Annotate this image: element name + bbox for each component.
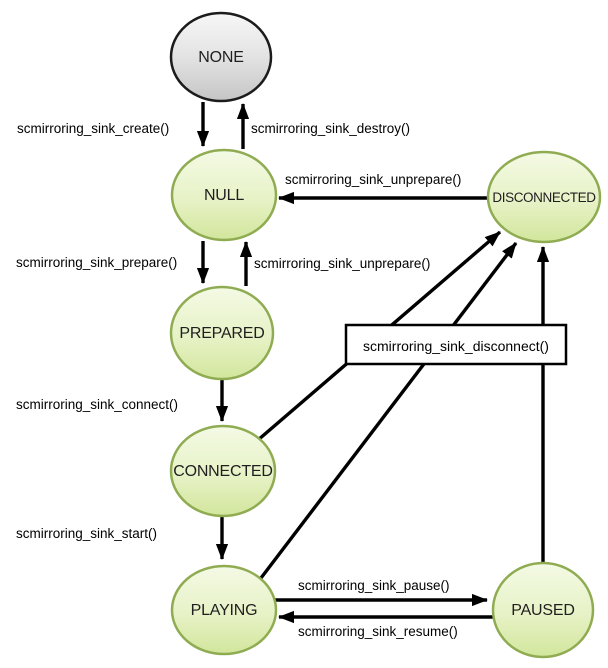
state-null-ellipse (170, 148, 278, 242)
state-none-ellipse (169, 11, 273, 103)
prepare-label: scmirroring_sink_prepare() (16, 255, 177, 270)
transition-labels: scmirroring_sink_create() scmirroring_si… (16, 121, 461, 639)
state-none: NONE (169, 11, 273, 103)
state-paused-ellipse (491, 561, 595, 659)
unprepare-from-disconnected-label: scmirroring_sink_unprepare() (285, 172, 461, 187)
state-connected: CONNECTED (169, 424, 277, 518)
state-disconnected-label: DISCONNECTED (492, 190, 596, 205)
pause-label: scmirroring_sink_pause() (298, 578, 450, 593)
state-null-label: NULL (204, 187, 244, 204)
state-connected-ellipse (169, 424, 277, 518)
unprepare-from-prepared-label: scmirroring_sink_unprepare() (254, 256, 430, 271)
transition-arrows (196, 102, 550, 624)
state-playing-label: PLAYING (191, 602, 258, 619)
resume-label: scmirroring_sink_resume() (298, 624, 458, 639)
state-playing: PLAYING (170, 564, 278, 656)
state-connected-label: CONNECTED (173, 463, 273, 480)
disconnect-box-label: scmirroring_sink_disconnect() (363, 338, 549, 354)
disconnect-box-rect (344, 323, 568, 366)
state-playing-ellipse (170, 564, 278, 656)
create-label: scmirroring_sink_create() (17, 121, 169, 136)
disconnect-label-box: scmirroring_sink_disconnect() (344, 323, 568, 366)
state-prepared-label: PREPARED (179, 325, 264, 342)
destroy-label: scmirroring_sink_destroy() (251, 121, 410, 136)
state-nodes: NONE NULL PREPARED CONNECTED PLAYING PAU… (169, 11, 602, 659)
state-null: NULL (170, 148, 278, 242)
state-disconnected-ellipse (486, 150, 602, 244)
state-disconnected: DISCONNECTED (486, 150, 602, 244)
disconnect-from-playing-arrow (259, 241, 518, 580)
state-none-label: NONE (198, 49, 243, 66)
state-prepared: PREPARED (169, 285, 275, 381)
start-label: scmirroring_sink_start() (16, 526, 157, 541)
state-paused: PAUSED (491, 561, 595, 659)
state-paused-label: PAUSED (511, 602, 574, 619)
connect-label: scmirroring_sink_connect() (16, 397, 178, 412)
state-prepared-ellipse (169, 285, 275, 381)
